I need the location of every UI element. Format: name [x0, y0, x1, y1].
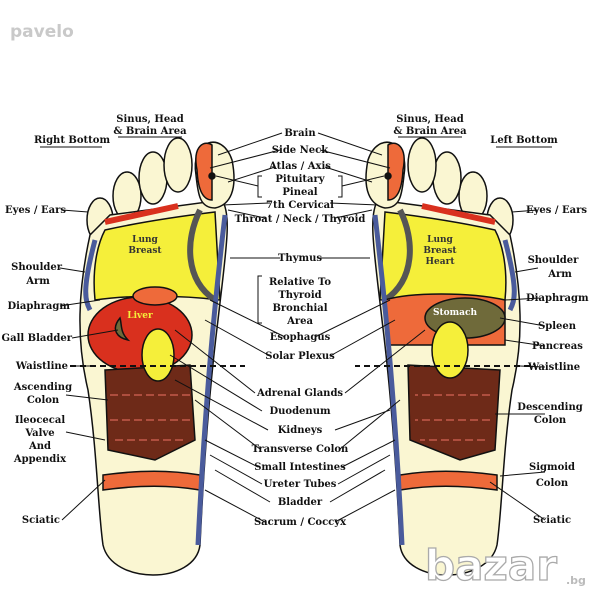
watermark-bg: .bg	[566, 574, 586, 587]
esophagus-label: Esophagus	[270, 332, 331, 343]
side-neck-label: Side Neck	[272, 145, 329, 156]
ileocecal-label-3: And	[28, 441, 51, 452]
leader-lines	[40, 132, 552, 523]
sigmoid-colon-label-2: Colon	[536, 478, 569, 489]
adrenal-glands-label: Adrenal Glands	[256, 388, 343, 399]
zone-stomach-label: Stomach	[433, 308, 477, 318]
diaphragm-label-r: Diaphragm	[526, 293, 589, 304]
zone-lung-label: Lung	[132, 235, 158, 245]
left-bottom-title: Left Bottom	[490, 135, 558, 146]
zone-breast-label: Breast	[128, 246, 162, 256]
seventh-cervical-label: 7th Cervical	[266, 200, 334, 211]
kidneys-label: Kidneys	[278, 425, 323, 436]
eyes-ears-label-l: Eyes / Ears	[5, 205, 66, 216]
ascending-colon-label-1: Ascending	[13, 382, 72, 393]
transverse-colon-label: Transverse Colon	[252, 444, 349, 455]
eyes-ears-label-r: Eyes / Ears	[526, 205, 587, 216]
watermark-bazar: bazar	[425, 541, 557, 590]
diaphragm-label-l: Diaphragm	[7, 301, 70, 312]
ileocecal-label-1: Ileocecal	[15, 415, 66, 426]
left-sole-foot	[355, 137, 530, 576]
relative-to-label: Relative To	[269, 277, 331, 288]
waistline-label-r: Waistline	[527, 362, 580, 373]
zone-breast-label-r: Breast	[423, 246, 457, 256]
shoulder-label-r: Shoulder	[528, 255, 580, 266]
arm-label-l: Arm	[25, 276, 50, 287]
thyroid-label: Thyroid	[278, 290, 321, 301]
sinus-label-r1: Sinus, Head	[396, 114, 463, 125]
throat-neck-thyroid-label: Throat / Neck / Thyroid	[235, 214, 366, 225]
pancreas-label: Pancreas	[532, 341, 583, 352]
descending-colon-label-2: Colon	[534, 415, 567, 426]
right-sole-foot	[70, 137, 245, 576]
area-label: Area	[286, 316, 313, 327]
ileocecal-label-2: Valve	[24, 428, 54, 439]
sigmoid-colon-label-1: Sigmoid	[529, 462, 575, 473]
descending-colon-label-1: Descending	[517, 402, 582, 413]
zone-lung-label-r: Lung	[427, 235, 453, 245]
sinus-label-r2: & Brain Area	[393, 126, 467, 137]
atlas-axis-label: Atlas / Axis	[268, 161, 331, 172]
small-intestines-label: Small Intestines	[254, 462, 346, 473]
waistline-label-l: Waistline	[15, 361, 68, 372]
gall-bladder-label: Gall Bladder	[2, 333, 73, 344]
right-bottom-title: Right Bottom	[34, 135, 111, 146]
sciatic-label-r: Sciatic	[533, 515, 571, 526]
shoulder-label-l: Shoulder	[11, 262, 63, 273]
arm-label-r: Arm	[547, 269, 572, 280]
sacrum-coccyx-label: Sacrum / Coccyx	[254, 517, 347, 528]
bladder-label: Bladder	[278, 497, 323, 508]
ascending-colon-label-2: Colon	[27, 395, 60, 406]
bronchial-label: Bronchial	[272, 303, 327, 314]
pineal-label: Pineal	[282, 187, 317, 198]
pituitary-label: Pituitary	[275, 174, 325, 185]
watermark-pavelo: pavelo	[10, 22, 74, 42]
ureter-tubes-label: Ureter Tubes	[264, 479, 337, 490]
sinus-label-l1: Sinus, Head	[116, 114, 183, 125]
thymus-label: Thymus	[278, 253, 322, 264]
duodenum-label: Duodenum	[269, 406, 331, 417]
sinus-label-l2: & Brain Area	[113, 126, 187, 137]
spleen-label: Spleen	[538, 321, 577, 332]
zone-heart-label: Heart	[426, 257, 456, 267]
sciatic-label-l: Sciatic	[22, 515, 60, 526]
brain-label: Brain	[284, 128, 316, 139]
ileocecal-label-4: Appendix	[13, 454, 67, 465]
solar-plexus-label: Solar Plexus	[265, 351, 335, 362]
zone-liver-label: Liver	[127, 311, 153, 321]
